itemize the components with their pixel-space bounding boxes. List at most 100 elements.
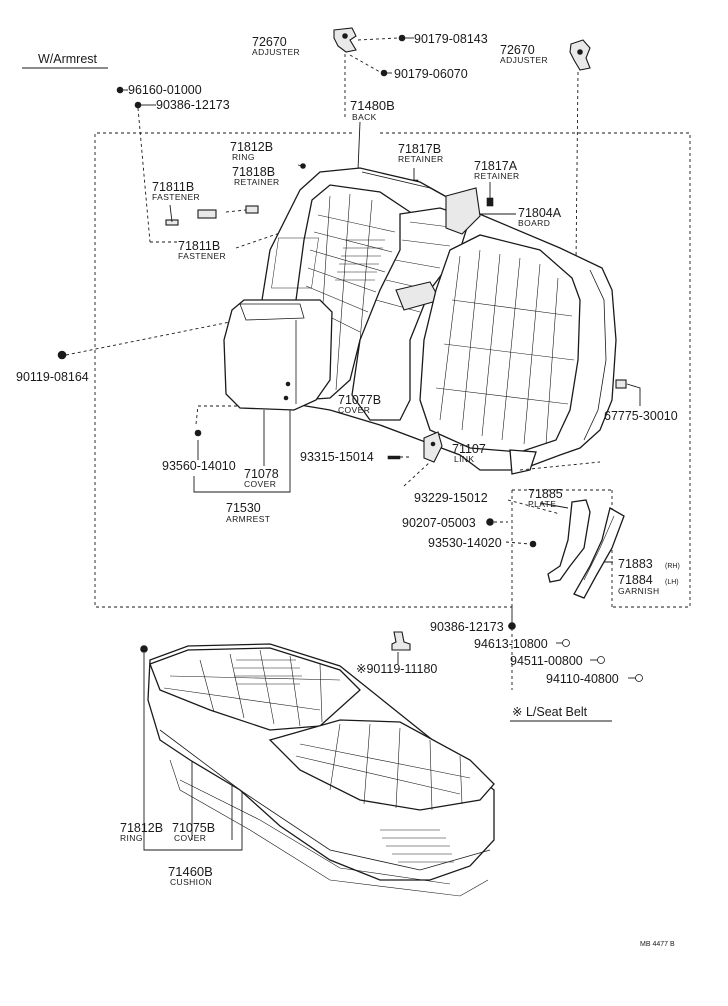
variant-label-text: W/Armrest (38, 52, 98, 66)
adjuster-left-dash2 (357, 37, 399, 41)
screw-93560-icon (194, 429, 202, 437)
adjuster-right-pin (577, 49, 583, 55)
garnish-lh-num: 71884 (618, 573, 653, 587)
back-bracket-dash (519, 461, 601, 471)
label-plate: 71885 PLATE (528, 487, 563, 509)
screw-90119-08164-icon (57, 350, 67, 360)
link-pin (430, 441, 436, 447)
label-garnish: 71883 (RH) 71884 (LH) GARNISH (618, 557, 680, 596)
label-cover-71075b: 71075B COVER (172, 821, 215, 843)
bolt-90179-06070-num: 90179-06070 (394, 67, 468, 81)
ring-bottom-name: RING (120, 833, 143, 843)
adjuster-right-name: ADJUSTER (500, 55, 548, 65)
variant-label: W/Armrest (22, 52, 108, 69)
board-shape (445, 187, 481, 235)
link-shape (423, 431, 443, 463)
cover-71077b-num: 71077B (338, 393, 381, 407)
screw-93530-num: 93530-14020 (428, 536, 502, 550)
nut-94110-num: 94110-40800 (546, 672, 619, 686)
retainer-71817a-icon (486, 197, 494, 207)
screw-90119-08164-num: 90119-08164 (16, 370, 89, 384)
retainer-71817b-name: RETAINER (398, 154, 444, 164)
label-retainer-71817b: 71817B RETAINER (398, 142, 444, 164)
armrest-pin-a (285, 381, 291, 387)
ring-top-name: RING (232, 152, 255, 162)
nut-94110-icon (635, 674, 643, 682)
retainer-71817b-num: 71817B (398, 142, 441, 156)
cover-71078-num: 71078 (244, 467, 279, 481)
cushion-right-top (268, 719, 495, 811)
cushion-name: CUSHION (170, 877, 212, 887)
label-retainer-71818b: 71818B RETAINER (232, 165, 280, 187)
ring-bottom-icon (140, 645, 148, 653)
washer-94613-icon (562, 639, 570, 647)
washer-94613-num: 94613-10800 (474, 637, 548, 651)
back-bracket (509, 449, 537, 475)
cushion-frame (169, 759, 489, 897)
armrest-pin-b (283, 395, 289, 401)
washer-90386-top-num: 90386-12173 (156, 98, 230, 112)
retainer-71818b-name: RETAINER (234, 177, 280, 187)
bolt-93315-num: 93315-15014 (300, 450, 374, 464)
washer-94511-icon (597, 656, 605, 664)
retainer-71818b-icon (245, 205, 259, 214)
seat-belt-note-text: ※ L/Seat Belt (512, 705, 588, 719)
cover-71075b-num: 71075B (172, 821, 215, 835)
label-back: 71480B BACK (350, 98, 395, 122)
back-right-pad (419, 234, 581, 453)
cushion-num: 71460B (168, 864, 213, 879)
armrest-num: 71530 (226, 501, 261, 515)
armrest-body (223, 299, 333, 411)
bolt-90179-08143-num: 90179-08143 (414, 32, 488, 46)
fastener-b-name: FASTENER (178, 251, 226, 261)
label-armrest: 71530 ARMREST (226, 501, 270, 524)
link-drawing (423, 431, 443, 463)
fastener-b-num: 71811B (178, 239, 220, 253)
seat-back-drawing (261, 167, 617, 475)
retainer-71817a-name: RETAINER (474, 171, 520, 181)
cover-71078-name: COVER (244, 479, 276, 489)
board-name: BOARD (518, 218, 550, 228)
adjuster-left-name: ADJUSTER (252, 47, 300, 57)
fastener-a-num: 71811B (152, 180, 194, 194)
cover-71077b-name: COVER (338, 405, 370, 415)
plate-garnish-drawing (547, 499, 625, 599)
label-board: 71804A BOARD (518, 206, 562, 228)
boundary-left (94, 132, 512, 608)
fastener-a-name: FASTENER (152, 192, 200, 202)
seat-belt-note: ※ L/Seat Belt (510, 705, 612, 722)
fastener-a-icon (197, 209, 217, 219)
retainer-71817a-num: 71817A (474, 159, 518, 173)
label-fastener-a: 71811B FASTENER (152, 180, 200, 202)
label-ring-top: 71812B RING (230, 140, 273, 162)
cushion-lower-edge (159, 729, 491, 871)
armrest-name: ARMREST (226, 514, 270, 524)
clip-67775-icon (615, 379, 627, 389)
label-cushion: 71460B CUSHION (168, 864, 213, 887)
screw-93560-num: 93560-14010 (162, 459, 236, 473)
label-ring-bottom: 71812B RING (120, 821, 163, 843)
washer-94511-num: 94511-00800 (510, 654, 583, 668)
label-cover-71077b: 71077B COVER (338, 393, 381, 415)
adjuster-right-shape (569, 39, 591, 71)
board-num: 71804A (518, 206, 562, 220)
back-num: 71480B (350, 98, 395, 113)
label-link: 71107 LINK (452, 442, 486, 464)
plate-name: PLATE (528, 499, 556, 509)
screw-93530-icon (529, 540, 537, 548)
adjuster-right-num: 72670 (500, 43, 535, 57)
adjuster-left-dash3 (349, 54, 381, 73)
adjuster-left-shape (333, 27, 357, 53)
garnish-name: GARNISH (618, 586, 660, 596)
armrest-drawing (223, 299, 333, 411)
back-name: BACK (352, 112, 377, 122)
armrest-top (239, 303, 305, 321)
adjuster-left-num: 72670 (252, 35, 287, 49)
screw-93229-num: 93229-15012 (414, 491, 488, 505)
seat-cushion-drawing (147, 643, 495, 897)
boundary-right (380, 132, 691, 608)
retainer-71818b-num: 71818B (232, 165, 275, 179)
washer-90386-bottom-num: 90386-12173 (430, 620, 504, 634)
back-frame-edge (583, 269, 607, 441)
